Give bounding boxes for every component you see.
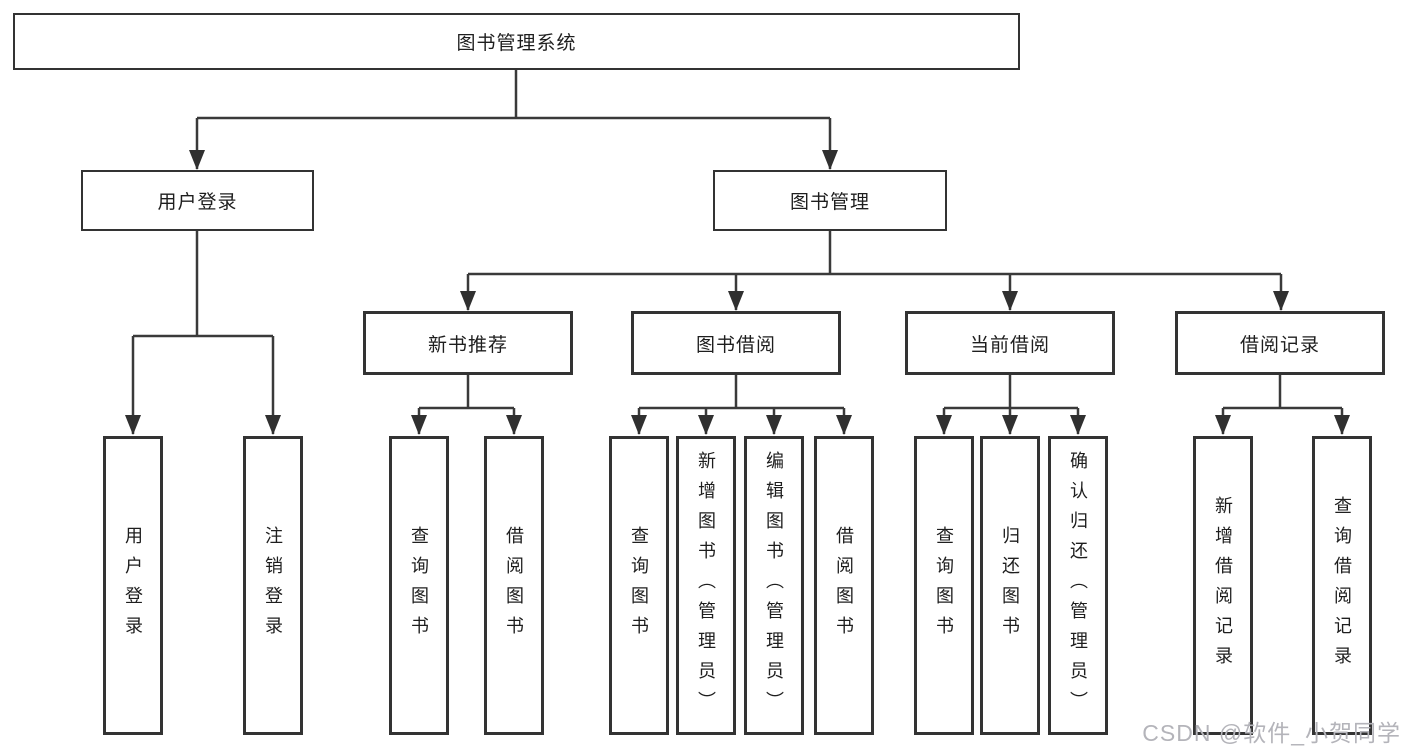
- connector: [944, 375, 1078, 410]
- leaf-query-books: 查询图书: [609, 436, 669, 735]
- node-label: 新增图书（管理员）: [696, 450, 716, 721]
- node-label: 当前借阅: [969, 334, 1050, 356]
- node-label: 查询图书: [409, 525, 429, 646]
- node-label: 用户登录: [123, 525, 143, 646]
- node-label: 编辑图书（管理员）: [764, 450, 784, 721]
- node-label: 借阅记录: [1239, 334, 1320, 356]
- node-label: 图书管理: [789, 192, 870, 213]
- node-label: 用户登录: [157, 192, 238, 213]
- node-label: 图书借阅: [695, 334, 776, 356]
- node-label: 借阅图书: [504, 525, 524, 646]
- node-label: 查询图书: [934, 525, 954, 646]
- node-book-borrow: 图书借阅: [631, 311, 841, 375]
- connector: [197, 70, 830, 120]
- node-label: 注销登录: [263, 525, 283, 646]
- leaf-query-books: 查询图书: [389, 436, 449, 735]
- leaf-add-borrow-record: 新增借阅记录: [1193, 436, 1253, 735]
- leaf-query-books: 查询图书: [914, 436, 974, 735]
- node-borrow-record: 借阅记录: [1175, 311, 1385, 375]
- node-user-login: 用户登录: [81, 170, 314, 231]
- connector: [1223, 375, 1342, 410]
- leaf-user-login: 用户登录: [103, 436, 163, 735]
- node-current-borrow: 当前借阅: [905, 311, 1115, 375]
- node-label: 借阅图书: [834, 525, 854, 646]
- connector: [133, 231, 273, 338]
- leaf-logout: 注销登录: [243, 436, 303, 735]
- connector: [639, 375, 844, 410]
- node-label: 归还图书: [1000, 525, 1020, 646]
- node-label: 图书管理系统: [456, 33, 577, 54]
- leaf-return-books: 归还图书: [980, 436, 1040, 735]
- leaf-query-borrow-record: 查询借阅记录: [1312, 436, 1372, 735]
- connector: [468, 231, 1281, 276]
- csdn-watermark: CSDN @软件_小贺同学: [1142, 720, 1401, 746]
- node-label: 查询借阅记录: [1332, 495, 1352, 676]
- node-library-management-system: 图书管理系统: [13, 13, 1020, 70]
- leaf-edit-books-admin: 编辑图书（管理员）: [744, 436, 804, 735]
- leaf-borrow-books: 借阅图书: [484, 436, 544, 735]
- node-new-book-recommend: 新书推荐: [363, 311, 573, 375]
- node-label: 确认归还（管理员）: [1068, 450, 1088, 721]
- leaf-borrow-books: 借阅图书: [814, 436, 874, 735]
- leaf-confirm-return-admin: 确认归还（管理员）: [1048, 436, 1108, 735]
- node-label: 新增借阅记录: [1213, 495, 1233, 676]
- node-book-management: 图书管理: [713, 170, 947, 231]
- leaf-add-books-admin: 新增图书（管理员）: [676, 436, 736, 735]
- connector: [419, 375, 514, 410]
- node-label: 新书推荐: [427, 334, 508, 356]
- node-label: 查询图书: [629, 525, 649, 646]
